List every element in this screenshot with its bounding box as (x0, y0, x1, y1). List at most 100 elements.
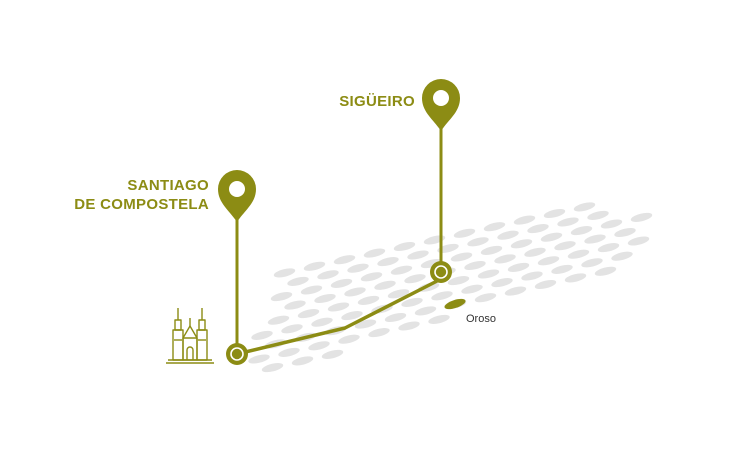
terrain-dash (407, 250, 429, 260)
town-dot-oroso (444, 298, 466, 310)
terrain-dash (524, 247, 546, 257)
terrain-dash (597, 243, 620, 253)
terrain-dash (551, 264, 573, 274)
terrain-dash (384, 312, 407, 323)
terrain-dash (357, 295, 380, 305)
terrain-dash (414, 306, 437, 316)
terrain-dash (450, 252, 473, 262)
terrain-dash (527, 224, 549, 234)
terrain-dash (333, 255, 356, 265)
terrain-dash (393, 241, 416, 252)
terrain-dash (537, 256, 560, 266)
terrain-dash (587, 210, 609, 220)
terrain-dash (363, 248, 386, 258)
terrain-dash (477, 269, 500, 279)
terrain-dash (287, 276, 309, 286)
terrain-dash (267, 315, 290, 325)
terrain-dash (297, 309, 320, 319)
terrain-dash (534, 279, 557, 290)
terrain-dash (497, 230, 519, 240)
terrain-dash (273, 268, 296, 278)
terrain-dash (480, 245, 503, 255)
route-line (235, 277, 443, 356)
terrain-dash (401, 297, 423, 307)
terrain-dash (521, 271, 543, 281)
terrain-dash (390, 265, 413, 275)
location-marker-sigueiro[interactable] (430, 261, 452, 283)
terrain-dash (398, 321, 420, 331)
terrain-dash (360, 272, 383, 282)
terrain-dash (483, 222, 506, 232)
terrain-dash (354, 319, 377, 329)
terrain-dash (611, 251, 633, 261)
terrain-dash (317, 270, 339, 280)
terrain-dash (573, 202, 596, 212)
terrain-dash (281, 324, 303, 334)
terrain-dash (428, 314, 450, 324)
terrain-dash (321, 349, 344, 359)
terrain-dash (467, 237, 489, 247)
terrain-dash (270, 292, 293, 302)
terrain-pattern (248, 202, 653, 373)
town-label-oroso: Oroso (466, 313, 496, 325)
terrain-dash (504, 286, 527, 296)
terrain-dash (374, 280, 396, 290)
terrain-dash (284, 300, 306, 310)
terrain-dash (453, 228, 476, 238)
terrain-dash (447, 276, 470, 286)
terrain-dash (557, 217, 579, 227)
terrain-dash (431, 291, 453, 301)
terrain-dash (341, 311, 363, 321)
terrain-dash (630, 212, 653, 222)
map-pin-icon[interactable] (218, 170, 256, 222)
terrain-dash (584, 234, 606, 244)
terrain-dash (303, 261, 326, 271)
terrain-dash (251, 330, 273, 340)
terrain-dash (474, 293, 497, 303)
terrain-dash (420, 259, 443, 269)
terrain-dash (330, 278, 353, 288)
terrain-dash (300, 285, 323, 295)
terrain-dash (437, 243, 459, 253)
location-marker-santiago[interactable] (226, 343, 248, 365)
terrain-dash (327, 302, 350, 312)
terrain-dash (564, 273, 587, 283)
terrain-dash (344, 287, 366, 297)
terrain-dash (543, 208, 566, 219)
terrain-dash (387, 289, 410, 299)
terrain-dash (491, 278, 513, 288)
terrain-dash (581, 258, 603, 268)
terrain-dash (308, 341, 330, 351)
terrain-dash (494, 254, 516, 264)
terrain-dash (278, 347, 300, 357)
terrain-dash (338, 334, 360, 344)
city-label-santiago-line1: SANTIAGO (127, 177, 209, 194)
terrain-dash (314, 293, 336, 304)
terrain-dash (513, 215, 536, 225)
terrain-dash (554, 241, 576, 251)
terrain-dash (614, 227, 636, 238)
terrain-dash (507, 262, 530, 272)
terrain-dash (377, 257, 399, 267)
city-label-santiago-line2: DE COMPOSTELA (74, 196, 209, 213)
terrain-dash (311, 317, 333, 327)
terrain-dash (404, 274, 426, 284)
terrain-dash (347, 263, 369, 273)
terrain-dash (567, 249, 590, 259)
cathedral-icon (166, 308, 214, 364)
map-pin-icon[interactable] (422, 79, 460, 131)
terrain-dash (248, 354, 270, 364)
city-label-sigueiro: SIGÜEIRO (339, 93, 415, 110)
terrain-dash (570, 226, 593, 236)
terrain-dash (291, 356, 314, 366)
terrain-dash (464, 260, 486, 271)
terrain-dash (510, 239, 533, 249)
terrain-dash (627, 236, 650, 246)
terrain-dash (594, 266, 617, 276)
terrain-dash (261, 363, 284, 373)
terrain-dash (368, 328, 390, 338)
terrain-dash (540, 232, 563, 242)
terrain-dash (423, 235, 446, 245)
terrain-dash (600, 219, 623, 229)
